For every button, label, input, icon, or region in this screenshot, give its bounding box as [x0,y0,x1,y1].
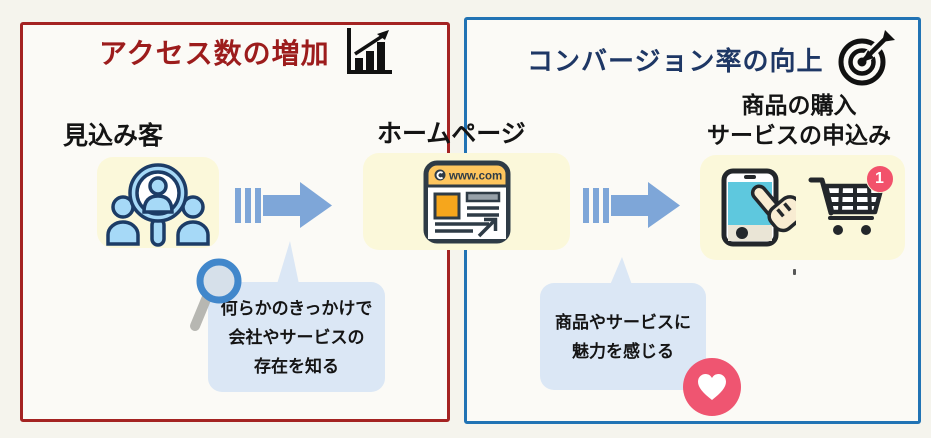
magnifier-icon-wrap [186,252,256,349]
conversion-rate-title-group: コンバージョン率の向上 [527,30,897,88]
cart-with-badge: 1 [808,165,894,245]
access-increase-title-group: アクセス数の増加 [99,27,394,77]
purchase-label-line1: 商品の購入 [741,92,857,118]
flow-arrow-1 [235,182,332,228]
magnifier-icon [190,258,242,331]
heart-icon [683,358,741,416]
conversion-rate-title: コンバージョン率の向上 [527,45,824,76]
bubble-left-tail [277,241,299,284]
homepage-label: ホームページ [377,120,526,148]
homepage-card: www.com [363,153,570,250]
purchase-card: 1 [700,155,905,260]
awareness-bubble-line2: 会社やサービスの [228,327,365,347]
smartphone-tap-icon [721,168,796,246]
browser-url-text: www.com [448,170,502,182]
attraction-bubble: 商品やサービスに 魅力を感じる [540,283,706,390]
attraction-bubble-line2: 魅力を感じる [572,341,674,361]
bubble-right-tail [610,257,632,285]
access-increase-title: アクセス数の増加 [99,38,330,69]
awareness-bubble: 何らかのきっかけで 会社やサービスの 存在を知る [208,282,385,392]
heart-glyph [698,374,726,400]
shopping-cart-icon [808,177,884,235]
purchase-label: 商品の購入 サービスの申込み [684,90,914,150]
bar-chart-up-icon [346,28,392,74]
prospects-magnifier-icon [106,162,210,247]
cursor-arrow-glyph [477,217,497,237]
attraction-bubble-line1: 商品やサービスに [555,312,691,332]
prospects-card [97,157,219,248]
flow-arrow-2 [583,182,680,228]
awareness-bubble-line3: 存在を知る [254,356,339,376]
prospects-label: 見込み客 [63,122,164,150]
awareness-bubble-line1: 何らかのきっかけで [220,298,373,318]
browser-icon: www.com [423,160,510,243]
stray-mark [793,269,796,275]
purchase-label-line2: サービスの申込み [707,122,891,148]
target-dart-icon [838,30,896,86]
cart-badge: 1 [865,165,894,193]
